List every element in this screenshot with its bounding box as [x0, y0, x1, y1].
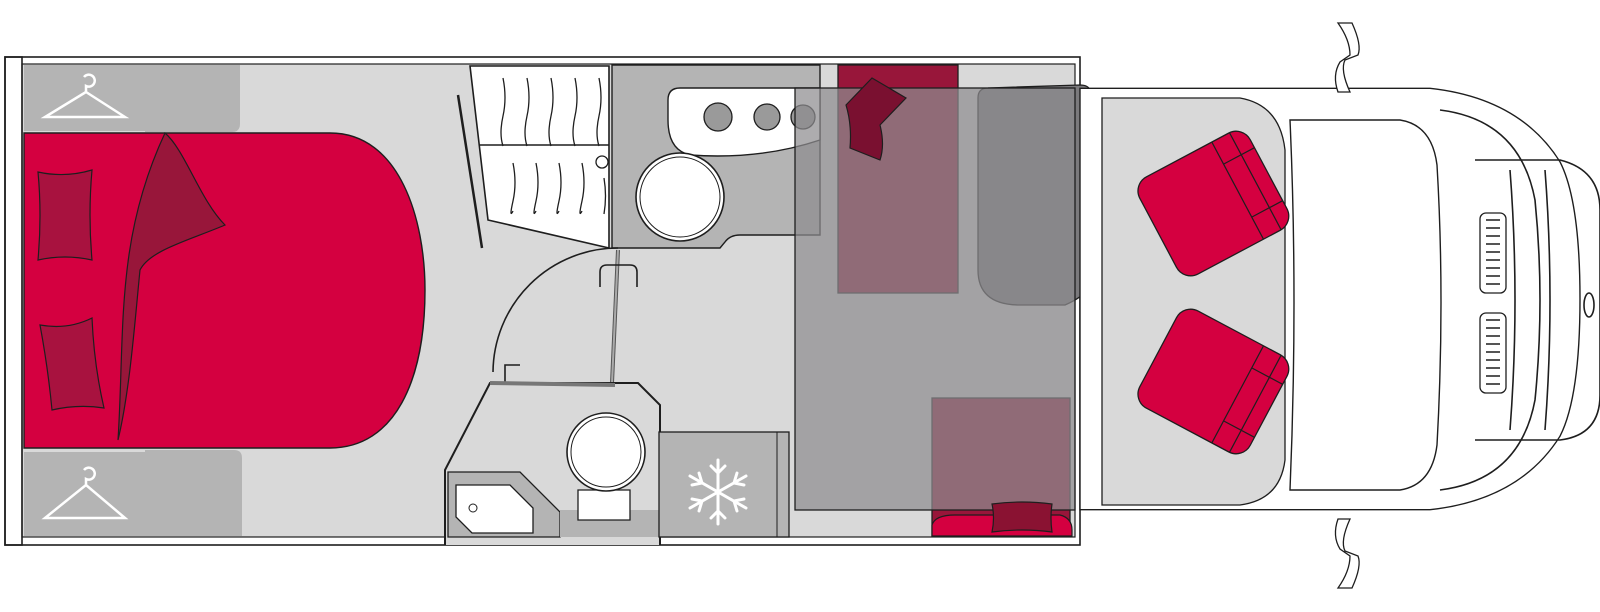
hob	[667, 87, 821, 157]
driver-cab	[1079, 22, 1600, 589]
toilet	[577, 489, 631, 521]
wardrobe-top	[24, 65, 240, 132]
refrigerator	[658, 431, 790, 538]
pillow-icon	[39, 317, 105, 411]
shower-tray	[455, 484, 534, 534]
pillow-icon	[991, 501, 1053, 533]
cabinet-rack	[456, 65, 610, 250]
hanger-icon	[40, 73, 130, 119]
dining-table	[794, 87, 1076, 511]
pillow-icon	[845, 77, 907, 161]
folded-sheet	[117, 132, 227, 441]
driver-seat	[1137, 130, 1290, 277]
kitchen-counter	[611, 64, 821, 249]
dining-area	[794, 64, 1101, 537]
burner	[703, 102, 733, 132]
burner	[753, 103, 781, 131]
island-bed	[23, 132, 426, 449]
mirror-right	[1334, 518, 1360, 589]
grille	[1479, 212, 1507, 394]
mirror-left	[1334, 22, 1360, 93]
snowflake-icon	[688, 458, 748, 526]
passenger-seat	[1137, 308, 1290, 455]
hanger-icon	[41, 466, 129, 520]
pillow-icon	[37, 169, 93, 261]
bathroom	[444, 247, 661, 545]
wardrobe-bottom	[24, 450, 242, 536]
dashboard	[1289, 119, 1442, 491]
